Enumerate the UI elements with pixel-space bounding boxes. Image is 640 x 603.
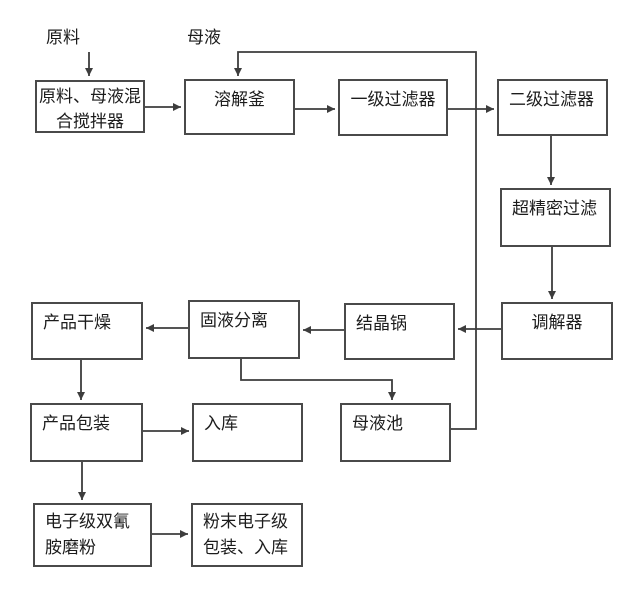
node-powder-electronic-grade-packaging-warehousing: 粉末电子级 包装、入库 bbox=[191, 503, 303, 567]
node-crystallizer: 结晶锅 bbox=[344, 303, 455, 360]
node-secondary-filter: 二级过滤器 bbox=[497, 79, 608, 136]
mother-liquor-label: 母液 bbox=[187, 28, 221, 47]
arrow-separator-to-mother-liquor-pool bbox=[240, 359, 396, 400]
node-solid-liquid-separator: 固液分离 bbox=[188, 300, 300, 359]
node-electronic-grade-dicyandiamide-grinding: 电子级双氰 胺磨粉 bbox=[33, 503, 152, 567]
node-ultra-precision-filter: 超精密过滤 bbox=[500, 188, 611, 247]
node-regulator: 调解器 bbox=[501, 302, 613, 360]
raw-material-label: 原料 bbox=[46, 28, 80, 47]
node-warehousing: 入库 bbox=[192, 403, 303, 462]
node-dissolving-kettle: 溶解釜 bbox=[184, 79, 295, 135]
node-product-drying: 产品干燥 bbox=[31, 302, 143, 360]
node-mixer: 原料、母液混 合搅拌器 bbox=[35, 80, 145, 133]
node-product-packaging: 产品包装 bbox=[30, 403, 143, 462]
node-primary-filter: 一级过滤器 bbox=[338, 79, 448, 136]
node-mother-liquor-pool: 母液池 bbox=[340, 403, 451, 462]
